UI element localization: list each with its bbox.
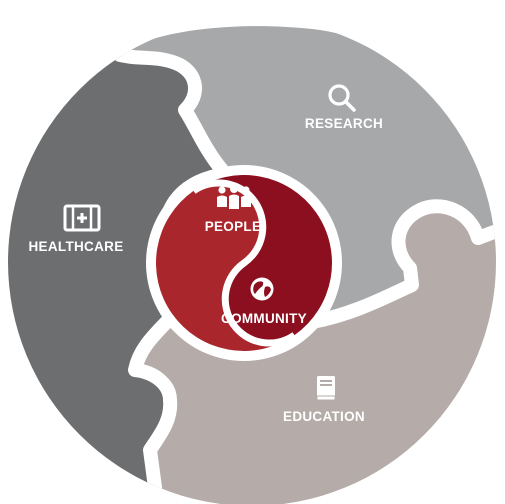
label-people: PEOPLE	[205, 219, 262, 234]
first-aid-kit-icon	[63, 204, 101, 232]
label-education: EDUCATION	[283, 409, 365, 424]
segment-research	[120, 26, 496, 322]
magnifier-icon	[328, 84, 356, 112]
label-community: COMMUNITY	[221, 311, 307, 326]
label-healthcare: HEALTHCARE	[29, 239, 124, 254]
book-icon	[316, 376, 336, 401]
label-research: RESEARCH	[305, 116, 383, 131]
inner-circle	[156, 174, 332, 351]
people-group-icon	[217, 185, 251, 209]
globe-icon	[250, 277, 274, 301]
puzzle-separators	[113, 48, 496, 504]
